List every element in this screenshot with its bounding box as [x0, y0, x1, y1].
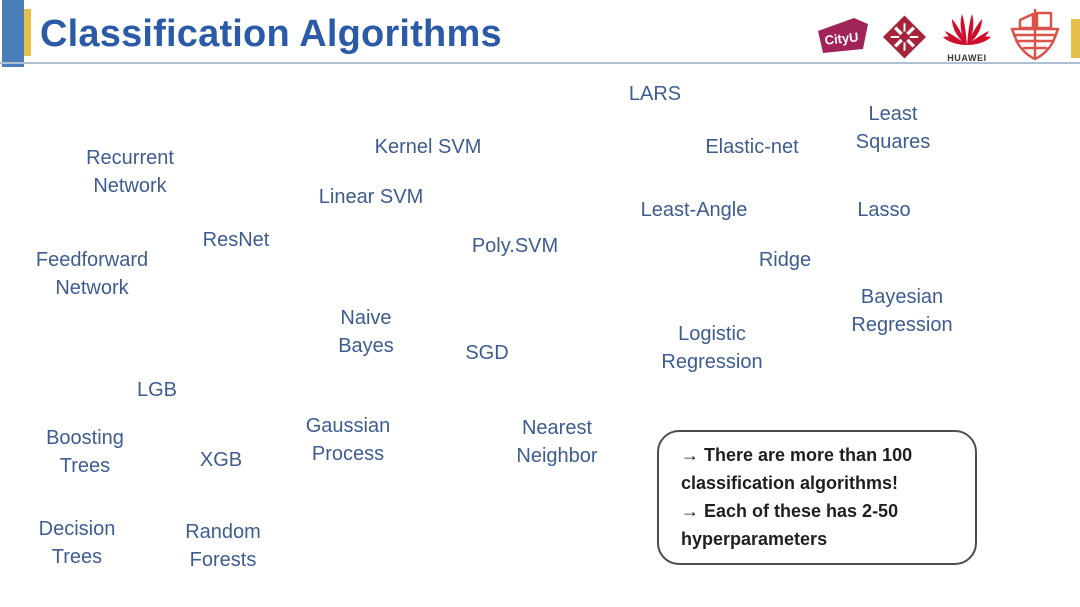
algo-label-sgd: SGD	[465, 342, 509, 364]
algo-label-elastic-net: Elastic-net	[705, 136, 799, 158]
algo-label-linear-svm: Linear SVM	[318, 186, 424, 208]
algo-label-recurrent-network: Recurrent Network	[86, 147, 174, 197]
algo-label-bayesian-regression: Bayesian Regression	[851, 286, 953, 336]
right-accent-gold-bar	[1071, 19, 1080, 58]
algo-label-logistic-regression: Logistic Regression	[661, 323, 763, 373]
huawei-wordmark: HUAWEI	[947, 53, 987, 63]
algo-label-lasso: Lasso	[857, 199, 911, 221]
page-title: Classification Algorithms	[40, 13, 502, 55]
left-accent-bar	[2, 0, 24, 67]
algo-label-poly-svm: Poly.SVM	[471, 235, 559, 257]
ship-emblem-icon	[1010, 8, 1060, 61]
algo-label-ridge: Ridge	[758, 249, 812, 271]
algo-label-naive-bayes: Naive Bayes	[338, 307, 394, 357]
algo-label-gaussian-process: Gaussian Process	[305, 415, 391, 465]
callout-line-1: → There are more than 100 classification…	[681, 445, 913, 493]
huawei-logo: HUAWEI	[941, 11, 993, 63]
left-accent-gold-bar	[24, 9, 31, 56]
algo-label-kernel-svm: Kernel SVM	[374, 136, 482, 158]
algo-label-least-angle: Least-Angle	[640, 199, 748, 221]
algo-label-boosting-trees: Boosting Trees	[46, 427, 124, 477]
cityu-logo-label: CityU	[824, 29, 859, 47]
algo-label-lgb: LGB	[136, 379, 178, 401]
huawei-flower-icon	[943, 14, 991, 45]
algo-label-feedforward-network: Feedforward Network	[35, 249, 149, 299]
algo-label-random-forests: Random Forests	[185, 521, 261, 571]
callout-box: → There are more than 100 classification…	[657, 430, 977, 565]
algo-label-lars: LARS	[628, 83, 682, 105]
algo-label-decision-trees: Decision Trees	[38, 518, 116, 568]
cityu-logo-icon: CityU	[818, 18, 868, 53]
polyu-logo-icon	[882, 15, 927, 59]
callout-line-2: → Each of these has 2-50 hyperparameters	[681, 501, 899, 549]
algo-label-least-squares: Least Squares	[855, 103, 931, 153]
header-divider	[0, 62, 1080, 64]
header: Classification Algorithms CityU	[0, 0, 1080, 67]
algo-label-nearest-neighbor: Nearest Neighbor	[516, 417, 598, 467]
algo-label-xgb: XGB	[199, 449, 243, 471]
algo-label-resnet: ResNet	[202, 229, 270, 251]
